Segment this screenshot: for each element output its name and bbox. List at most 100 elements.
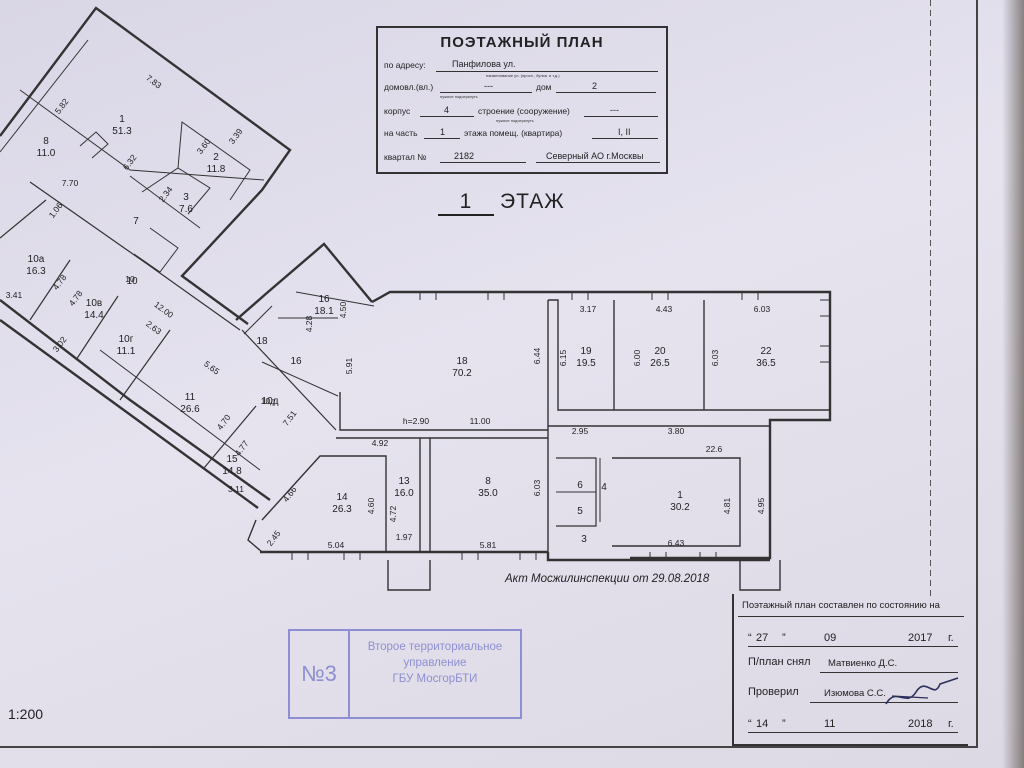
korpus-value: 4 [444,105,450,115]
cert-date1-day: 27 [756,632,769,644]
address-value: Панфилова ул. [452,59,516,69]
dimension-label: 5.65 [202,359,221,377]
plan-took-label: П/план снял [748,656,811,668]
dimension-label: 3.11 [228,484,244,494]
dimension-label: 4.60 [366,497,376,514]
dimension-label: 4.70 [215,412,233,431]
dimension-label: 4.72 [388,505,398,522]
room-area: 36.5 [756,358,776,369]
dimension-label: 4.66 [281,484,299,503]
etazh-value: I, II [618,127,631,137]
dimension-label: 6.15 [558,349,568,366]
room-area: 19.5 [576,358,596,369]
stamp-line: управление [403,657,467,669]
room-number: 13 [398,476,410,487]
dimension-label: 6.44 [532,347,542,364]
okrug-value: Северный АО г.Москвы [546,151,644,161]
cert-status-line: Поэтажный план составлен по состоянию на [742,600,940,611]
room-area: 18.1 [314,306,334,317]
chast-value: 1 [440,127,446,137]
room-number: 1 [119,114,125,125]
dimension-label: 22.6 [706,444,723,454]
room-number: 14 [336,492,348,503]
floor-number: 1 [438,190,494,216]
plan-title: ПОЭТАЖНЫЙ ПЛАН [440,34,604,51]
dimension-label: 10д [261,396,275,406]
dimension-label: 1.97 [396,532,413,542]
dimension-label: 1.06 [47,200,65,219]
room-number: 5 [577,506,583,517]
room-area: 70.2 [452,368,472,379]
room-area: 11.1 [117,346,136,357]
dimension-label: 4.43 [656,304,673,314]
room-number: 3 [183,192,189,203]
dimension-label: 4.77 [233,438,251,457]
scale-label: 1:200 [8,706,44,722]
dimension-label: 5.81 [480,540,497,550]
paper-edge-shadow [1002,0,1024,768]
room-area: 26.6 [180,404,200,415]
floor-label: ЭТАЖ [500,190,565,213]
room-number: 10 [126,276,138,287]
stamp-line: ГБУ МосгорБТИ [392,673,478,685]
dimension-label: 4.28 [304,315,314,332]
cert-date2-day: 14 [756,718,769,730]
kvartal-value: 2182 [454,151,475,161]
domovl-label: домовл.(вл.) [384,82,434,92]
room-number: 10в [86,298,102,309]
korpus-label: корпус [384,106,411,116]
room-number: 1 [677,490,683,501]
cert-date2-g: г. [948,718,954,730]
cert-date2-year: 2018 [908,718,933,730]
domovl-note: нужное подчеркнуть [440,94,478,99]
etazh-label: этажа помещ. (квартира) [464,128,563,138]
dimension-label: 4.78 [51,272,69,291]
dom-label: дом [536,82,552,92]
checked-name: Изюмова С.С. [824,688,886,699]
bti-stamp: №3 Второе территориальное управление ГБУ… [288,629,522,719]
room-number: 16 [318,294,330,305]
room-area: 11.0 [37,148,56,159]
dimension-label: 6.00 [632,349,642,366]
room-number: 2 [213,152,219,163]
dimension-label: 5.91 [344,357,354,374]
dimension-label: 7.51 [281,408,299,427]
dimension-label: 2.45 [265,528,283,547]
dimension-label: 6.43 [668,538,685,548]
room-area: 30.2 [670,502,690,513]
dimension-label: 6.03 [754,304,771,314]
room-area: 7.6 [179,204,193,215]
dimension-label: 4.81 [722,497,732,514]
room-number: 8 [485,476,491,487]
room-number: 8 [43,136,49,147]
frame-line-right [976,0,978,748]
dimension-label: h=2.90 [403,416,430,426]
dimension-label: 5.82 [53,96,71,115]
stroenie-label: строение (сооружение) [478,106,570,116]
dimension-label: 2.34 [157,184,175,203]
frame-line-bottom [0,746,978,748]
stamp-line: Второе территориальное [367,641,503,653]
dimension-label: 3.39 [227,126,245,145]
room-area: 26.3 [332,504,352,515]
room-number: 20 [654,346,666,357]
checked-label: Проверил [748,686,799,698]
dimension-label: 3.80 [668,426,685,436]
room-area: 51.3 [112,126,132,137]
cert-date1-year: 2017 [908,632,933,644]
frame-line-dashed [930,0,931,600]
dimension-label: 6.32 [121,152,139,171]
cert-date1-g: г. [948,632,954,644]
dimension-label: 4.78 [67,288,85,307]
room-area: 16.3 [26,266,46,277]
dimension-label: 6.03 [710,349,720,366]
room-number: 18 [256,336,268,347]
dimension-label: 5.04 [328,540,345,550]
dimension-label: 3.41 [6,290,23,300]
certification-block: Поэтажный план составлен по состоянию на… [732,594,968,746]
chast-label: на часть [384,128,418,138]
room-number: 10г [119,334,134,345]
room-number: 10д [262,396,279,407]
